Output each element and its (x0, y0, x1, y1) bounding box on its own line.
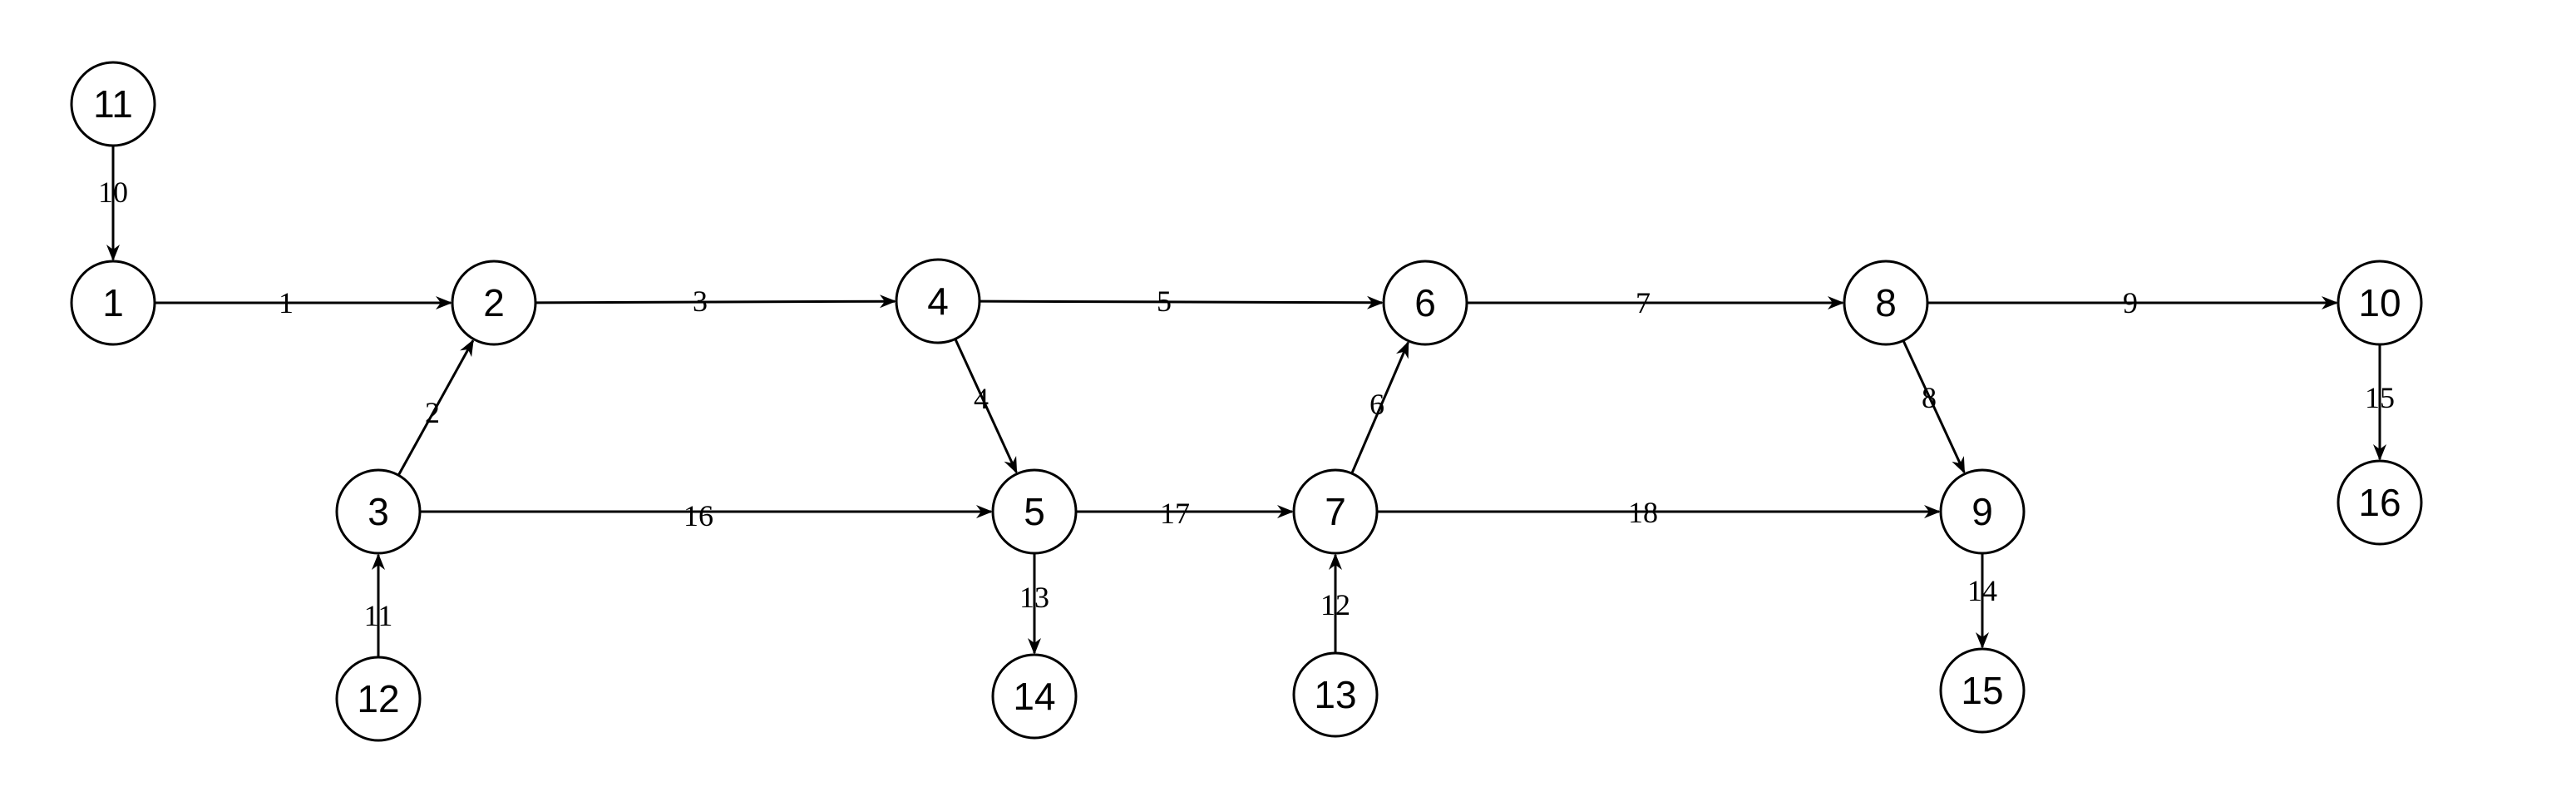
node-circle-3 (335, 468, 422, 555)
node-label-8: 8 (1875, 281, 1897, 324)
edge-label-1: 1 (279, 286, 294, 319)
node-circle-6 (1382, 260, 1468, 346)
edge-label-14: 14 (1967, 574, 1997, 607)
node-circle-16 (2337, 459, 2423, 546)
node-circle-9 (1939, 468, 2026, 555)
edge-label-6: 6 (1369, 388, 1384, 421)
node-circle-4 (895, 258, 981, 344)
node-circle-15 (1939, 647, 2026, 734)
node-6: 6 (1382, 260, 1468, 346)
node-circle-7 (1292, 468, 1379, 555)
node-3: 3 (335, 468, 422, 555)
node-label-12: 12 (357, 677, 399, 720)
edge-label-3: 3 (693, 285, 708, 318)
edge-label-12: 12 (1320, 588, 1350, 621)
node-label-13: 13 (1314, 673, 1356, 716)
node-5: 5 (991, 468, 1078, 555)
edge-label-15: 15 (2365, 381, 2395, 414)
node-label-7: 7 (1325, 490, 1346, 533)
node-15: 15 (1939, 647, 2026, 734)
edge-label-8: 8 (1922, 381, 1937, 414)
node-13: 13 (1292, 651, 1379, 738)
node-circle-1 (70, 260, 156, 346)
node-circle-12 (335, 656, 422, 742)
node-9: 9 (1939, 468, 2026, 555)
node-label-6: 6 (1414, 281, 1436, 324)
node-label-2: 2 (483, 281, 505, 324)
node-12: 12 (335, 656, 422, 742)
node-label-11: 11 (93, 82, 133, 126)
node-label-5: 5 (1024, 490, 1045, 533)
node-label-4: 4 (927, 280, 949, 323)
node-circle-14 (991, 653, 1078, 740)
node-label-16: 16 (2358, 481, 2401, 524)
edge-label-13: 13 (1019, 581, 1049, 614)
node-circle-2 (451, 260, 537, 346)
edge-8-to-9 (1902, 339, 1966, 474)
node-10: 10 (2337, 260, 2423, 346)
node-11: 11 (70, 61, 156, 147)
node-circle-13 (1292, 651, 1379, 738)
node-label-1: 1 (102, 281, 124, 324)
node-label-9: 9 (1971, 490, 1993, 533)
node-label-3: 3 (368, 490, 389, 533)
edge-label-2: 2 (425, 396, 440, 429)
edge-3-to-2 (397, 339, 475, 476)
node-label-10: 10 (2358, 281, 2401, 324)
edge-label-11: 11 (364, 599, 393, 632)
edge-4-to-5 (954, 338, 1018, 474)
node-1: 1 (70, 260, 156, 346)
edge-label-7: 7 (1636, 286, 1651, 319)
edge-label-16: 16 (683, 499, 713, 532)
edge-label-9: 9 (2123, 286, 2138, 319)
edge-label-18: 18 (1628, 496, 1658, 529)
node-label-15: 15 (1961, 669, 2003, 712)
node-circle-11 (70, 61, 156, 147)
edge-label-10: 10 (98, 176, 128, 209)
node-circle-8 (1843, 260, 1929, 346)
node-circle-5 (991, 468, 1078, 555)
edge-7-to-6 (1350, 340, 1409, 474)
node-2: 2 (451, 260, 537, 346)
node-label-14: 14 (1013, 675, 1055, 718)
node-4: 4 (895, 258, 981, 344)
edge-label-17: 17 (1160, 497, 1190, 530)
node-14: 14 (991, 653, 1078, 740)
edge-4-to-6 (979, 295, 1384, 309)
node-circle-10 (2337, 260, 2423, 346)
node-16: 16 (2337, 459, 2423, 546)
edge-label-5: 5 (1157, 285, 1172, 318)
node-8: 8 (1843, 260, 1929, 346)
edge-2-to-4 (535, 295, 897, 309)
node-7: 7 (1292, 468, 1379, 555)
edge-label-4: 4 (974, 382, 989, 415)
